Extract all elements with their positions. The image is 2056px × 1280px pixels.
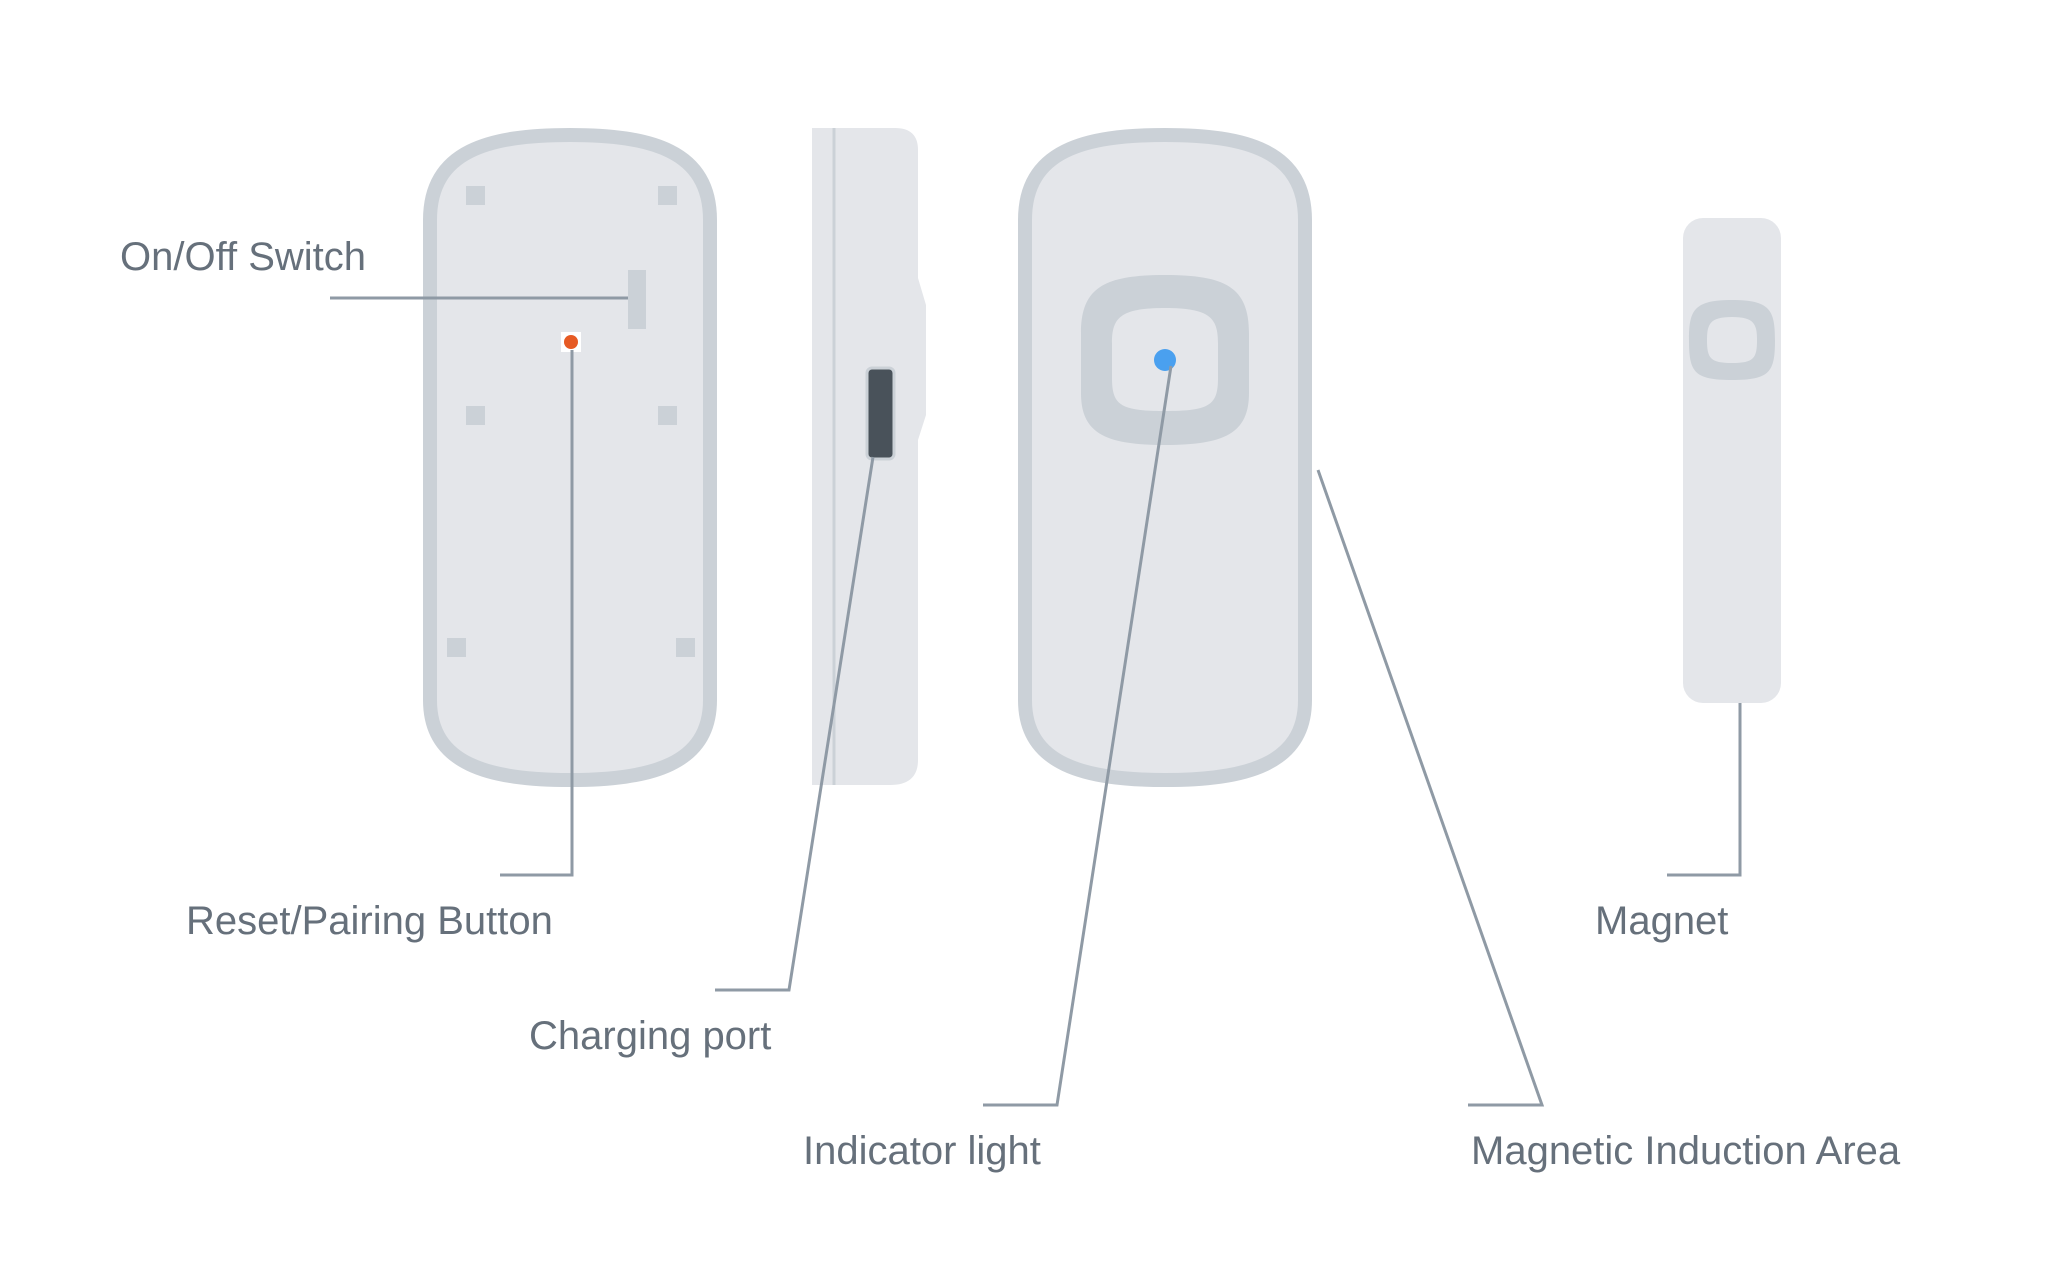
leader-charging-port: [715, 456, 875, 992]
reset-pairing-button: [564, 335, 578, 349]
leader-reset-pairing-button: [500, 350, 574, 877]
label-reset-pairing-button: Reset/Pairing Button: [186, 899, 553, 943]
leader-indicator-light: [983, 365, 1173, 1107]
sensor-back-shell: [423, 127, 717, 788]
sensor-front-view: [1018, 127, 1312, 788]
leader-magnetic-induction-area: [1316, 469, 1545, 1107]
label-indicator-light: Indicator light: [803, 1129, 1041, 1173]
label-magnet: Magnet: [1595, 899, 1728, 943]
mount-pad-top-left: [466, 186, 485, 205]
on-off-switch: [628, 270, 646, 329]
mount-pad-bottom-left: [447, 638, 466, 657]
indicator-light: [1154, 349, 1176, 371]
magnet-body: [1683, 218, 1781, 703]
mount-pad-top-right: [658, 186, 677, 205]
magnet-piece: [1683, 218, 1781, 703]
charging-port: [865, 366, 896, 461]
label-charging-port: Charging port: [529, 1014, 771, 1058]
sensor-front-shell: [1018, 127, 1312, 788]
leader-lines: [330, 296, 1742, 1107]
magnet-ring: [1689, 300, 1775, 380]
callout-labels: On/Off Switch Reset/Pairing Button Charg…: [120, 235, 1901, 1173]
mount-pad-bottom-right: [676, 638, 695, 657]
label-magnetic-induction-area: Magnetic Induction Area: [1471, 1129, 1901, 1173]
leader-magnet: [1667, 703, 1742, 877]
sensor-side-view: [812, 128, 926, 785]
mount-pad-mid-left: [466, 406, 485, 425]
label-on-off-switch: On/Off Switch: [120, 235, 366, 279]
mount-pad-mid-right: [658, 406, 677, 425]
sensor-back-view: [423, 127, 717, 788]
